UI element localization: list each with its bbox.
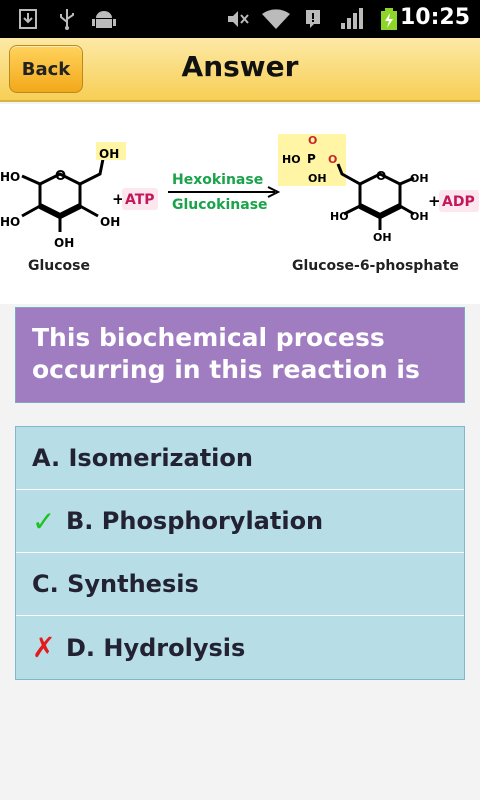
oh-label-3: OH [100,215,120,229]
option-a-label: A. Isomerization [32,444,253,472]
usb-icon [60,9,74,30]
cross-icon: ✗ [32,631,56,664]
oh-label-4: OH [410,172,429,185]
adp-label: ADP [442,194,475,210]
ho-label-1: HO [0,170,20,184]
glucose-structure [21,153,106,232]
battery-charging-icon [381,8,397,30]
alert-icon [306,10,320,28]
ring-o-label-2: O [376,169,386,183]
oh-label-2: OH [54,236,74,250]
status-bar: 10:25 [0,0,480,38]
signal-icon [341,8,363,29]
glucose-6-phosphate-structure [336,163,415,230]
option-a[interactable]: A. Isomerization [16,427,464,490]
status-clock: 10:25 [399,5,470,30]
option-b-label: B. Phosphorylation [66,507,324,535]
oh-label-6: OH [373,231,392,244]
plus-sign-2: + [428,192,441,210]
check-icon: ✓ [32,504,56,538]
phosphate-o-top: O [308,134,317,147]
wifi-icon [262,9,290,29]
phosphate-highlight [278,134,346,186]
page-title: Answer [181,50,299,83]
option-d[interactable]: ✗ D. Hydrolysis [16,616,464,679]
phosphate-ho: HO [282,153,301,166]
oh-label: OH [99,147,119,161]
glucose-label: Glucose [28,258,90,274]
arrow-head [267,186,281,198]
mute-icon [228,11,249,27]
ho-label-3: HO [330,210,349,223]
answer-options: A. Isomerization ✓ B. Phosphorylation C.… [15,426,465,680]
android-debug-icon [92,11,116,28]
phosphate-p: P [307,152,316,166]
enzyme-glucokinase: Glucokinase [172,197,268,213]
option-c[interactable]: C. Synthesis [16,553,464,616]
option-d-label: D. Hydrolysis [66,633,246,662]
oh-label-5: OH [410,210,429,223]
reaction-image: OH O HO HO OH OH Glucose + ATP Hexokinas… [0,104,480,304]
plus-sign-1: + [112,190,125,208]
phosphate-oh: OH [308,172,327,185]
enzyme-hexokinase: Hexokinase [172,172,263,188]
ho-label-2: HO [0,215,20,229]
atp-label: ATP [125,192,155,208]
glucose-6-phosphate-label: Glucose-6-phosphate [292,258,459,274]
ring-o-label: O [55,169,66,184]
phosphate-o-link: O [328,153,337,166]
option-b[interactable]: ✓ B. Phosphorylation [16,490,464,553]
option-c-label: C. Synthesis [32,570,199,598]
download-icon [19,9,37,29]
glucose-phosphorylation-diagram: OH O HO HO OH OH Glucose + ATP Hexokinas… [0,134,479,274]
back-button[interactable]: Back [9,45,83,93]
app-header: Back Answer [0,38,480,102]
question-text: This biochemical process occurring in th… [15,307,465,403]
